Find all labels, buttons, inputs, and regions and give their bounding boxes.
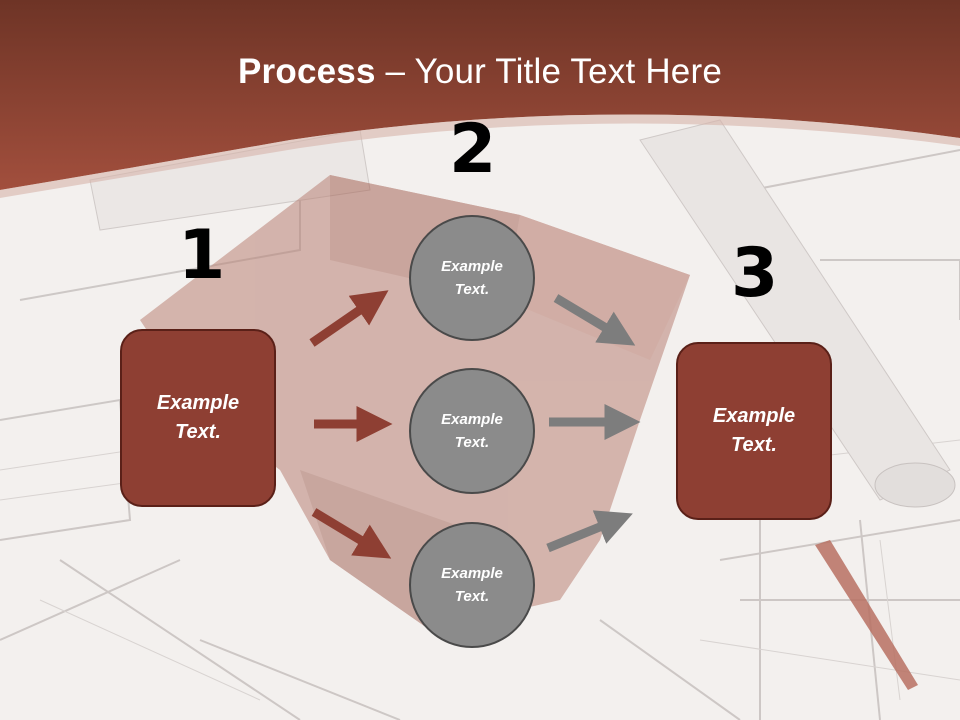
right-box-line1: Example bbox=[712, 405, 796, 427]
circle-middle-line1: Example bbox=[441, 411, 503, 428]
circle-top-line2: Text. bbox=[454, 281, 490, 298]
left-box-line2: Text. bbox=[175, 421, 221, 443]
circle-top-line1: Example bbox=[441, 258, 503, 275]
left-box-line1: Example bbox=[156, 392, 240, 414]
step-number-3: 3 bbox=[731, 234, 779, 313]
right-box-line2: Text. bbox=[731, 434, 777, 456]
step-number-1: 1 bbox=[178, 216, 226, 295]
step-number-2: 2 bbox=[449, 110, 497, 189]
circle-bottom-line2: Text. bbox=[454, 588, 490, 605]
circle-bottom-line1: Example bbox=[441, 565, 503, 582]
slide-title: Process – Your Title Text Here bbox=[0, 52, 960, 92]
title-bold: Process bbox=[238, 52, 376, 91]
circle-middle-line2: Text. bbox=[454, 434, 490, 451]
title-rest: – Your Title Text Here bbox=[375, 52, 722, 91]
